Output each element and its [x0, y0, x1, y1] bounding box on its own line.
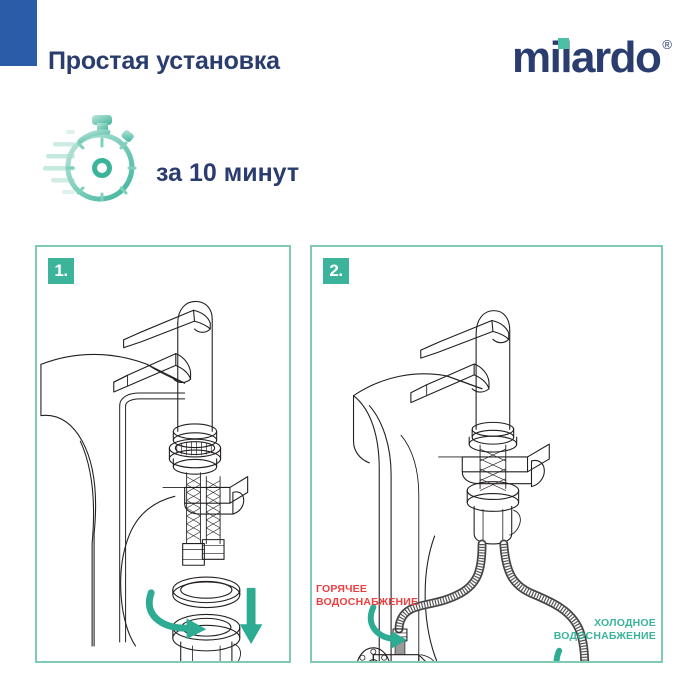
step-1-badge: 1. — [48, 258, 74, 284]
brand-wordmark-text: milardo — [511, 33, 662, 82]
rotate-arrow — [146, 589, 191, 632]
page-title: Простая установка — [48, 47, 280, 75]
step-1-illustration — [40, 300, 263, 661]
brand-logo: milardo ® — [512, 36, 672, 80]
brand-wordmark: milardo — [511, 33, 662, 82]
time-estimate: за 10 минут — [42, 112, 299, 209]
step-2-badge: 2. — [323, 258, 349, 284]
step-1-panel: 1. — [35, 245, 291, 663]
rotate-arrow-hot-head — [391, 630, 407, 649]
down-arrow — [239, 587, 263, 644]
rotate-arrow-hot — [367, 604, 397, 642]
step-2-panel: 2. — [310, 245, 663, 663]
step-2-illustration — [352, 310, 590, 661]
rotate-arrow-cold — [553, 647, 563, 661]
registered-trademark-symbol: ® — [662, 37, 672, 52]
hot-water-supply-label: ГОРЯЧЕЕ ВОДОСНАБЖЕНИЕ — [316, 583, 419, 608]
brand-i-dot — [557, 38, 569, 49]
time-estimate-label: за 10 минут — [156, 159, 300, 187]
blue-corner-accent — [0, 0, 37, 66]
rotate-arrow-head — [186, 618, 207, 640]
cold-water-supply-label: ХОЛОДНОЕ ВОДОСНАБЖЕНИЕ — [553, 617, 656, 642]
stopwatch-icon — [42, 112, 142, 209]
